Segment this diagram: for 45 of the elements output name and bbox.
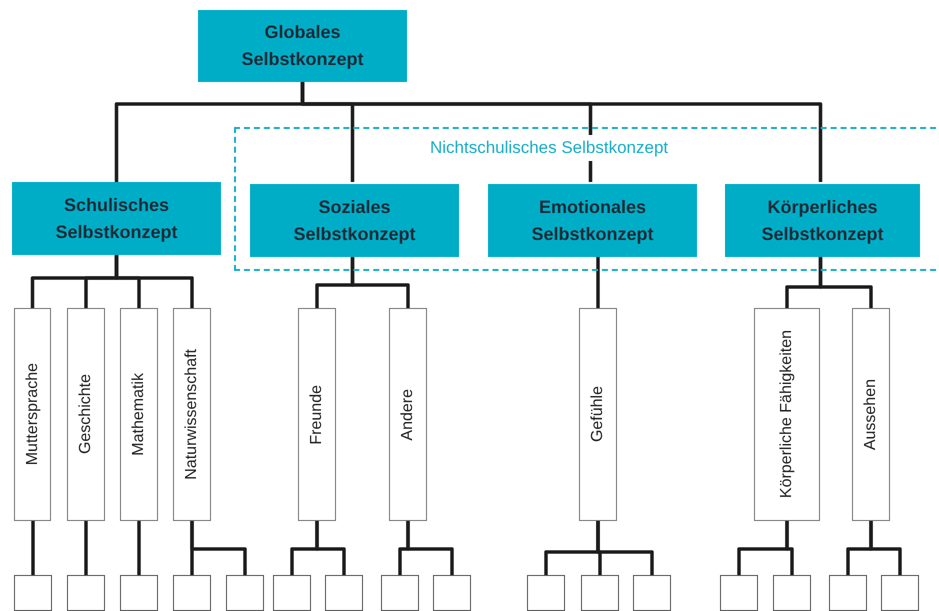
tree-connector xyxy=(31,521,35,575)
dashed-group-frame xyxy=(234,127,939,271)
empty-box xyxy=(773,575,811,611)
domain-box: Naturwissenschaft xyxy=(173,308,211,521)
concept-box: Soziales Selbstkonzept xyxy=(250,184,459,257)
tree-connector xyxy=(190,521,247,575)
tree-connector xyxy=(84,521,88,575)
empty-box xyxy=(325,575,363,611)
concept-box: Globales Selbstkonzept xyxy=(198,10,407,82)
tree-connector xyxy=(315,521,346,575)
tree-connector xyxy=(137,521,141,575)
empty-box xyxy=(881,575,919,611)
domain-box: Gefühle xyxy=(579,308,617,521)
domain-box: Mathematik xyxy=(120,308,158,521)
empty-box xyxy=(720,575,758,611)
tree-connector xyxy=(406,521,454,575)
empty-box xyxy=(14,575,52,611)
domain-box: Geschichte xyxy=(67,308,105,521)
domain-box: Freunde xyxy=(298,308,336,521)
concept-box: Schulisches Selbstkonzept xyxy=(12,182,221,255)
empty-box xyxy=(829,575,867,611)
tree-connector xyxy=(596,255,600,308)
empty-box xyxy=(226,575,264,611)
empty-box xyxy=(381,575,419,611)
empty-box xyxy=(120,575,158,611)
tree-connector xyxy=(114,255,194,308)
domain-box: Andere xyxy=(389,308,427,521)
empty-box xyxy=(581,575,619,611)
empty-box xyxy=(173,575,211,611)
empty-box xyxy=(633,575,671,611)
empty-box xyxy=(67,575,105,611)
domain-box: Körperliche Fähigkeiten xyxy=(754,308,820,521)
tree-connector xyxy=(596,521,654,575)
empty-box xyxy=(433,575,471,611)
domain-box: Aussehen xyxy=(852,308,890,521)
concept-box: Körperliches Selbstkonzept xyxy=(725,184,920,257)
tree-connector xyxy=(300,82,822,182)
domain-box: Muttersprache xyxy=(14,308,51,521)
empty-box xyxy=(273,575,311,611)
tree-connector xyxy=(818,255,873,308)
tree-connector xyxy=(350,255,410,308)
tree-connector xyxy=(869,521,902,575)
empty-box xyxy=(527,575,565,611)
tree-connector xyxy=(785,521,794,575)
concept-box: Emotionales Selbstkonzept xyxy=(488,184,697,257)
